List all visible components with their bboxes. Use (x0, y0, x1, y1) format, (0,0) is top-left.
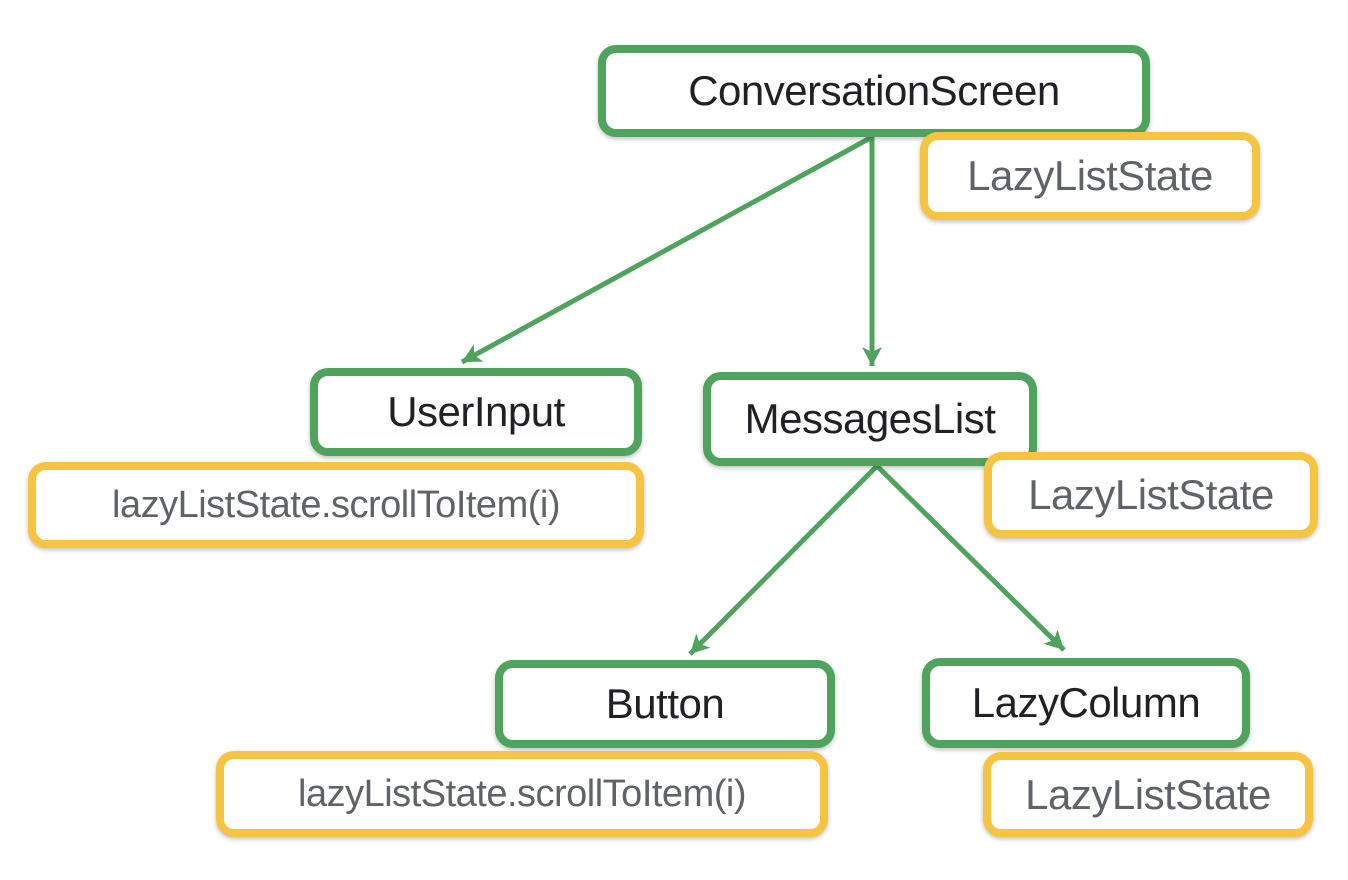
state-label: lazyListState.scrollToItem(i) (112, 483, 560, 526)
edge-messageslist-lazycolumn (875, 464, 1066, 652)
node-conversation-screen: ConversationScreen (598, 45, 1150, 137)
node-label: UserInput (387, 388, 565, 435)
state-scrolltoitem-of-userinput: lazyListState.scrollToItem(i) (28, 462, 644, 548)
state-lazyliststate-of-messageslist: LazyListState (984, 452, 1318, 538)
state-label: LazyListState (1028, 471, 1274, 518)
node-label: MessagesList (744, 395, 996, 442)
node-user-input: UserInput (310, 368, 642, 456)
node-button: Button (495, 660, 835, 748)
node-label: ConversationScreen (688, 67, 1060, 114)
state-label: LazyListState (967, 152, 1213, 199)
edge-messageslist-button (688, 464, 879, 656)
state-lazyliststate-of-lazycolumn: LazyListState (983, 752, 1313, 837)
edge-conversationscreen-userinput (460, 134, 874, 365)
state-label: LazyListState (1025, 770, 1271, 818)
state-lazyliststate-of-conversationscreen: LazyListState (920, 132, 1260, 220)
node-lazy-column: LazyColumn (922, 658, 1250, 748)
node-label: Button (605, 680, 725, 727)
node-messages-list: MessagesList (703, 372, 1037, 466)
state-label: lazyListState.scrollToItem(i) (298, 772, 746, 815)
node-label: LazyColumn (971, 679, 1201, 726)
state-scrolltoitem-of-button: lazyListState.scrollToItem(i) (216, 751, 828, 837)
